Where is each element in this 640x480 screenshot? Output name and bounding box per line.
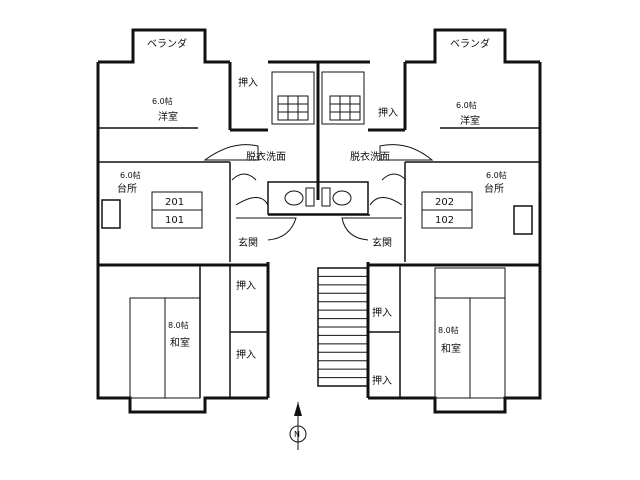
kitchen-right-size: 6.0帖 (486, 170, 507, 180)
unit-box-right (421, 191, 473, 229)
closet-upper-right-label: 押入 (378, 106, 398, 119)
western-right-name: 洋室 (460, 114, 480, 127)
japanese-left-size: 8.0帖 (168, 320, 189, 330)
kitchen-left-name: 台所 (117, 182, 137, 195)
door-swings (203, 144, 434, 241)
western-left-size: 6.0帖 (152, 96, 173, 106)
closet-mid-left-2: 押入 (236, 348, 256, 361)
bath-right (321, 71, 365, 125)
entrance-right-label: 玄関 (372, 236, 392, 249)
kitchen-right-name: 台所 (484, 182, 504, 195)
tatami-left (129, 297, 201, 399)
veranda-left-label: ベランダ (147, 37, 187, 50)
bath-left (271, 71, 315, 125)
north-arrow: N (289, 402, 307, 450)
unit-left-top: 201 (165, 197, 184, 208)
kitchen-left-size: 6.0帖 (120, 170, 141, 180)
western-left-name: 洋室 (158, 110, 178, 123)
closet-upper-left-label: 押入 (238, 76, 258, 89)
tatami-right (434, 267, 506, 399)
closet-mid-right-1: 押入 (372, 306, 392, 319)
japanese-left-name: 和室 (170, 336, 190, 349)
closet-mid-left-1: 押入 (236, 279, 256, 292)
staircase (317, 267, 369, 387)
sink-left (101, 199, 121, 229)
toilets (267, 181, 369, 215)
sink-right (513, 205, 533, 235)
unit-right-bottom: 102 (435, 215, 454, 226)
western-right-size: 6.0帖 (456, 100, 477, 110)
unit-box-left (151, 191, 203, 229)
japanese-right-size: 8.0帖 (438, 325, 459, 335)
wash-right-label: 脱衣洗面 (350, 150, 390, 163)
north-label: N (294, 430, 300, 439)
veranda-right-label: ベランダ (450, 37, 490, 50)
entrance-left-label: 玄関 (238, 236, 258, 249)
japanese-right-name: 和室 (441, 342, 461, 355)
closet-mid-right-2: 押入 (372, 374, 392, 387)
wash-left-label: 脱衣洗面 (246, 150, 286, 163)
unit-left-bottom: 101 (165, 215, 184, 226)
unit-right-top: 202 (435, 197, 454, 208)
